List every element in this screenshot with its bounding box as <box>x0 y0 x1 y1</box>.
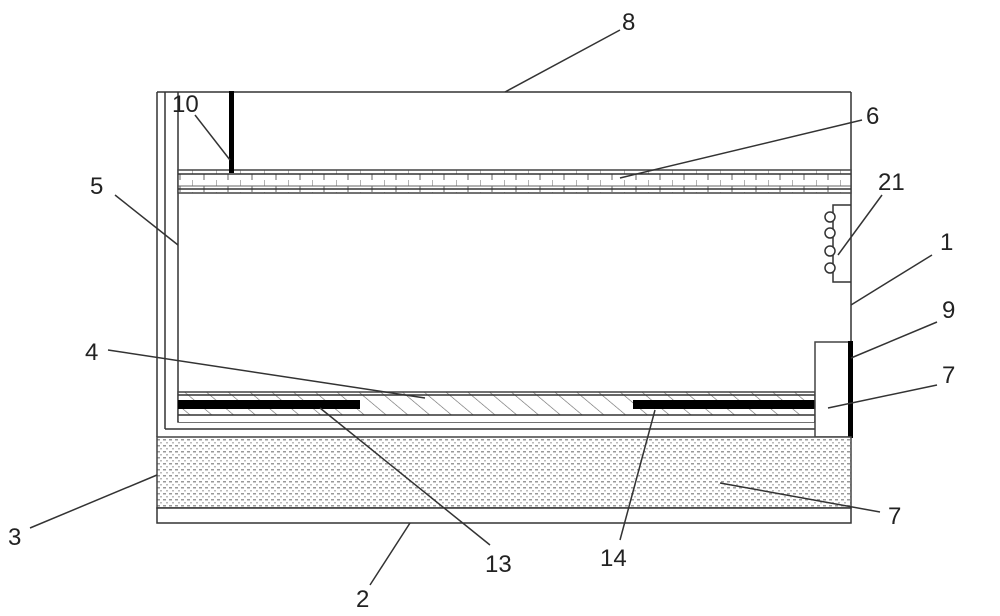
brick-layer <box>177 169 852 194</box>
heating-bar-right <box>633 400 815 409</box>
side-block <box>814 341 850 438</box>
label-1: 1 <box>940 229 953 256</box>
label-21: 21 <box>878 169 905 196</box>
outer-frame <box>156 91 852 437</box>
base-plate <box>156 507 852 524</box>
label-13: 13 <box>485 551 512 578</box>
label-9: 9 <box>942 297 955 324</box>
label-10: 10 <box>172 91 199 118</box>
connector <box>824 204 851 283</box>
rod <box>229 91 234 173</box>
leader-lines <box>29 29 938 586</box>
side-plate <box>848 341 853 438</box>
label-2: 2 <box>356 586 369 613</box>
label-8: 8 <box>622 9 635 36</box>
soil-layer <box>156 436 852 509</box>
label-7-block: 7 <box>942 362 955 389</box>
label-6: 6 <box>866 103 879 130</box>
label-5: 5 <box>90 173 103 200</box>
label-7-soil: 7 <box>888 503 901 530</box>
heating-bar-left <box>178 400 360 409</box>
label-4: 4 <box>85 339 98 366</box>
label-3: 3 <box>8 524 21 551</box>
label-14: 14 <box>600 545 627 572</box>
